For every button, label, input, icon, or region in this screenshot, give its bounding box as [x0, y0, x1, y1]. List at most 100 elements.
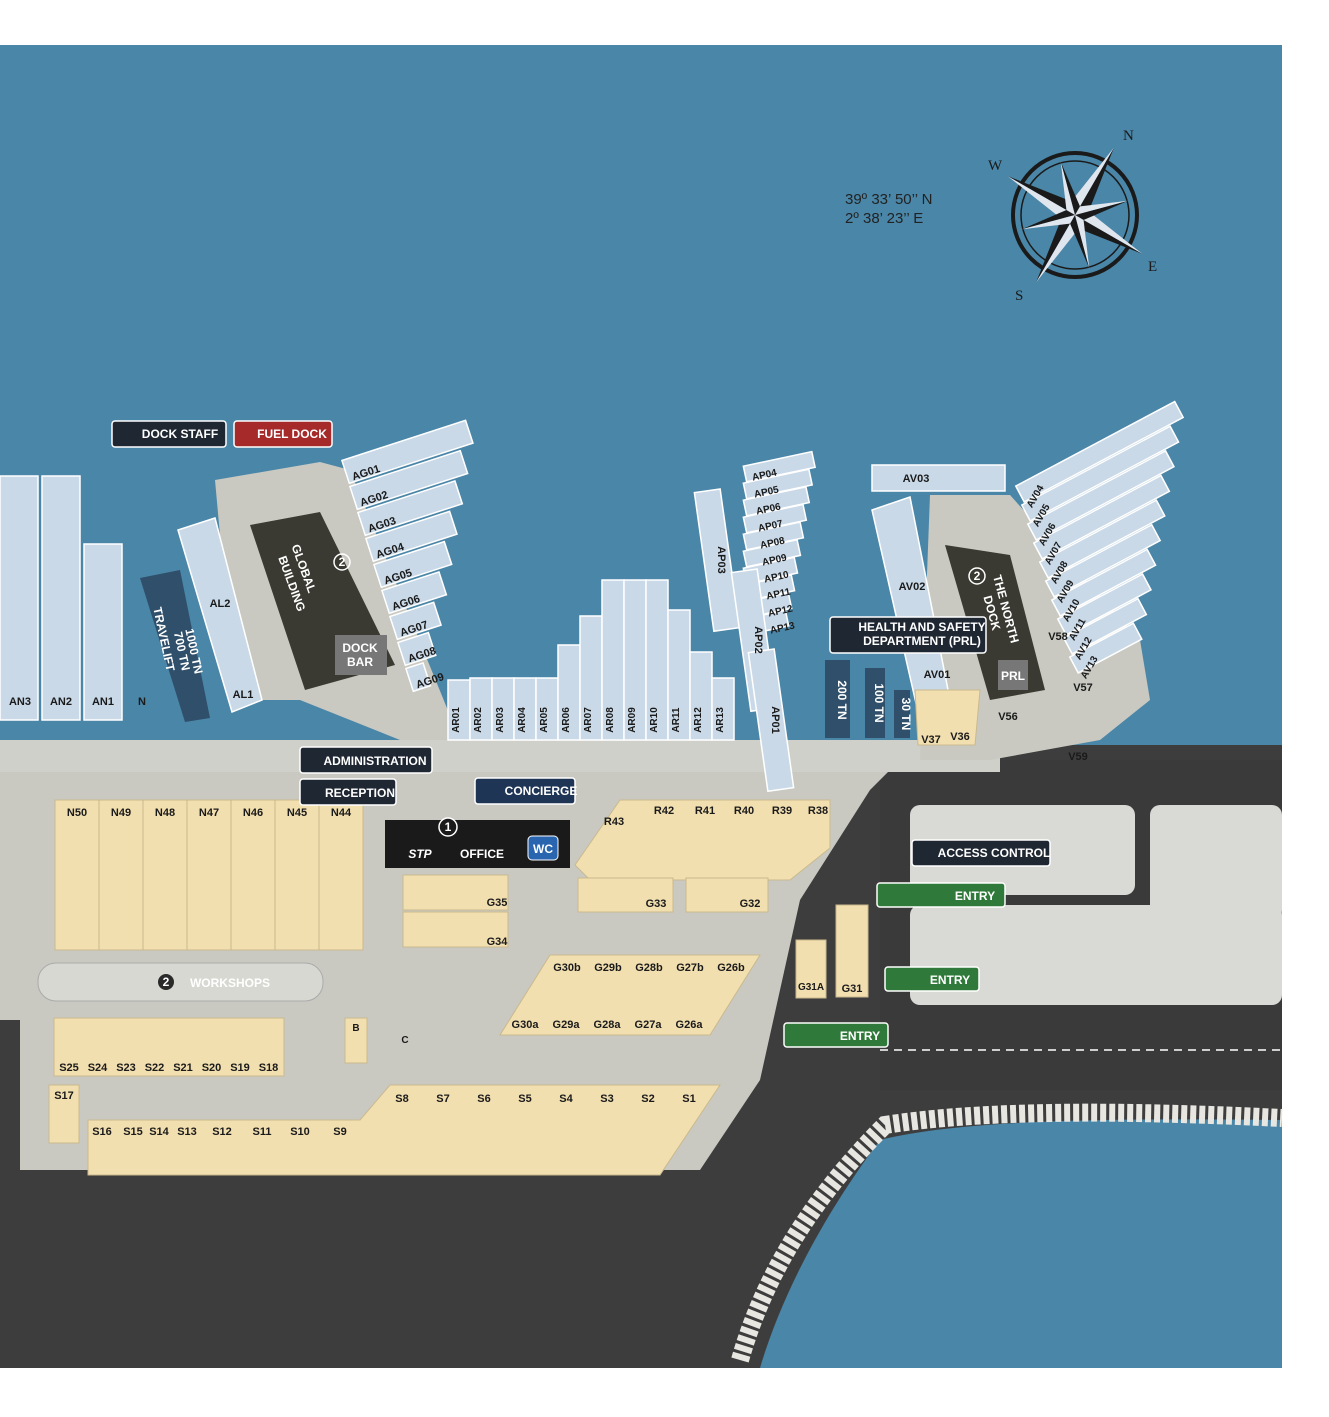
slip-label-an: AN3: [9, 696, 31, 708]
svg-text:WC: WC: [533, 842, 553, 856]
berth-label-s: S11: [253, 1126, 272, 1138]
slip-an: [83, 543, 123, 721]
svg-text:ENTRY: ENTRY: [840, 1029, 880, 1043]
slip-label-ar: AR02: [473, 707, 484, 733]
berth-label-r: R41: [695, 805, 715, 817]
berth-s-low: [53, 1017, 285, 1077]
slip-label-ar: AR08: [605, 707, 616, 733]
berth-label-g: G33: [646, 898, 667, 910]
slip-av: [1020, 425, 1180, 522]
svg-text:2: 2: [163, 975, 170, 989]
compass-n: N: [1123, 128, 1134, 144]
berth-label-s: S17: [54, 1090, 74, 1102]
slip-label-av: AV01: [924, 669, 951, 681]
slip-label-av: AV03: [903, 473, 930, 485]
slip-label-ar: AR05: [539, 707, 550, 733]
entry-vehicle-sign[interactable]: ENTRY: [876, 882, 1006, 908]
berth-g33: [577, 877, 674, 913]
berth-v: [914, 689, 981, 746]
berth-label-s: S24: [88, 1062, 108, 1074]
compass-rose-icon: [1007, 147, 1143, 283]
berth-label-s: S2: [641, 1093, 654, 1105]
berth-n: [186, 799, 232, 951]
berth-label-s: S25: [59, 1062, 79, 1074]
berth-b: [344, 1017, 368, 1064]
slip-av: [1026, 449, 1175, 541]
berth-label-s: S6: [477, 1093, 490, 1105]
entry-pedestrian-sign[interactable]: ENTRY: [884, 966, 980, 992]
berth-label-r: R40: [734, 805, 754, 817]
svg-text:ADMINISTRATION: ADMINISTRATION: [323, 754, 426, 768]
berth-label-v: V37: [921, 734, 941, 746]
berth-g-block: [499, 954, 761, 1036]
berth-label-s: S21: [173, 1062, 193, 1074]
svg-text:CONCIERGE: CONCIERGE: [505, 784, 578, 798]
svg-text:2: 2: [974, 569, 981, 583]
slip-label-ap: AP08: [759, 535, 786, 551]
slip-label-ap: AP11: [765, 587, 792, 603]
slip-av: [1044, 523, 1162, 598]
svg-text:DEPARTMENT (PRL): DEPARTMENT (PRL): [863, 634, 981, 648]
berth-label-g: G31A: [798, 982, 824, 993]
svg-text:HEALTH AND SAFETY: HEALTH AND SAFETY: [858, 620, 985, 634]
health-safety-sign[interactable]: HEALTH AND SAFETY DEPARTMENT (PRL): [829, 616, 987, 654]
berth-g32: [685, 877, 769, 913]
slip-label-ap-side: AP03: [715, 546, 727, 574]
slip-av: [1038, 499, 1166, 579]
berth-label-s: S18: [259, 1062, 279, 1074]
slip-label-ap: AP07: [757, 518, 784, 534]
administration-sign[interactable]: ADMINISTRATION: [299, 746, 433, 774]
concierge-sign[interactable]: CONCIERGE: [474, 777, 578, 805]
berth-label-g: G30a: [512, 1019, 540, 1031]
svg-text:DOCK: DOCK: [342, 641, 378, 655]
access-control-sign[interactable]: ACCESS CONTROL: [911, 839, 1051, 867]
svg-text:FUEL DOCK: FUEL DOCK: [257, 427, 327, 441]
berth-label-r: R43: [604, 816, 624, 828]
berth-label-n: N48: [155, 807, 175, 819]
slip-ag: [388, 601, 443, 641]
berth-group: [48, 689, 981, 1176]
berth-label-v: V56: [998, 711, 1018, 723]
lift-100: [865, 668, 885, 738]
berth-s17: [48, 1084, 80, 1144]
berth-n: [142, 799, 188, 951]
svg-text:100 TN: 100 TN: [872, 683, 886, 722]
slip-ag: [356, 480, 464, 537]
slip-label-ar: AR07: [583, 707, 594, 733]
num-2-icon: [333, 553, 351, 571]
berth-label-n: N46: [243, 807, 263, 819]
svg-text:BAR: BAR: [347, 655, 373, 669]
svg-text:ENTRY: ENTRY: [930, 973, 970, 987]
berth-label-g: G28a: [594, 1019, 622, 1031]
berth-n: [54, 799, 100, 951]
svg-text:30 TN: 30 TN: [899, 698, 913, 731]
berth-label-s: S3: [600, 1093, 613, 1105]
travelift-pit: [140, 570, 210, 722]
berth-label-s: S14: [149, 1126, 169, 1138]
slip-ag: [396, 631, 437, 667]
svg-text:WORKSHOPS: WORKSHOPS: [190, 976, 270, 990]
slip-av: [1032, 474, 1171, 560]
fuel-dock-sign[interactable]: FUEL DOCK: [233, 420, 333, 448]
svg-text:ENTRY: ENTRY: [955, 889, 995, 903]
dock-staff-sign[interactable]: DOCK STAFF: [111, 420, 227, 448]
berth-label-g: G27b: [676, 962, 704, 974]
reception-sign[interactable]: RECEPTION: [299, 778, 397, 806]
dock-bar: [335, 635, 387, 675]
berth-label-s: S5: [518, 1093, 531, 1105]
slip-av: [1056, 572, 1153, 636]
berth-g31: [835, 904, 869, 998]
slip-ag: [404, 661, 432, 693]
slip-av: [1062, 597, 1148, 655]
slip-label-ar: AR04: [517, 707, 528, 733]
berth-label-g: G26b: [717, 962, 745, 974]
slip-ap-side: [747, 648, 795, 793]
berth-label-g: G29a: [553, 1019, 581, 1031]
slip-al: [177, 517, 263, 714]
slip-label-ar: AR09: [627, 707, 638, 733]
slip-label-ar: AR13: [715, 707, 726, 733]
slip-ar: [711, 677, 735, 741]
slip-ag: [348, 449, 469, 511]
entry-truck-sign[interactable]: ENTRY: [783, 1022, 889, 1048]
